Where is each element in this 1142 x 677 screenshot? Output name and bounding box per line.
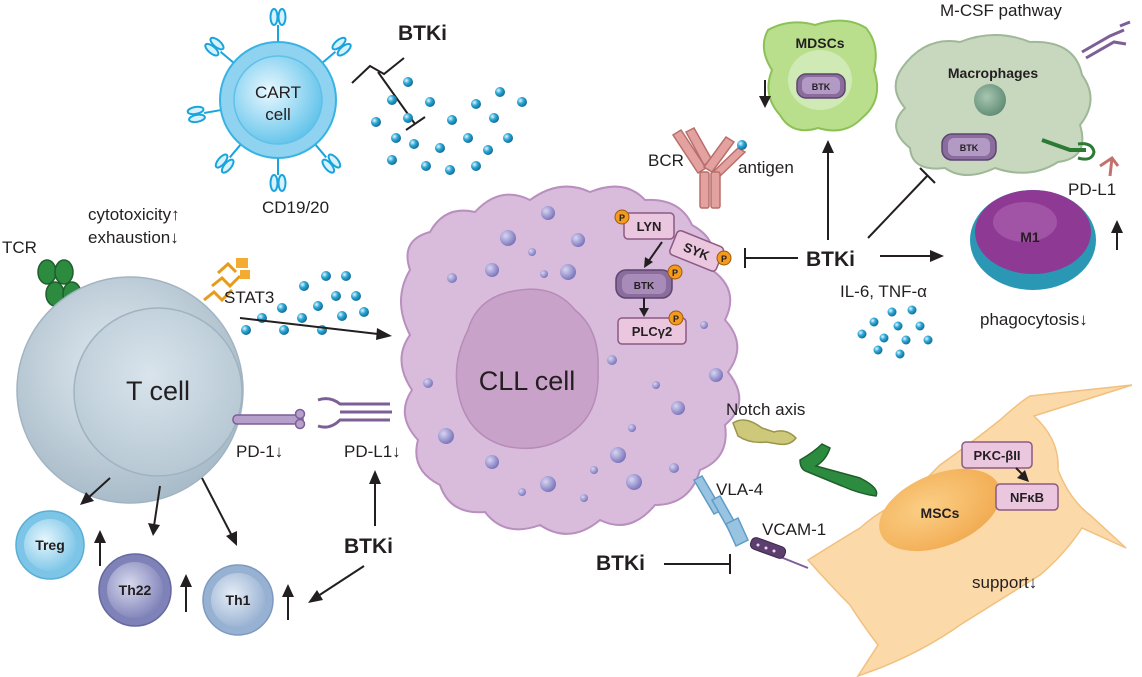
- treg-label: Treg: [35, 537, 65, 553]
- th1-cell: Th1: [202, 564, 274, 636]
- cascade-arrows: [639, 241, 663, 317]
- support-label: support↓: [972, 573, 1037, 592]
- pdl1-right-receptor: [1041, 138, 1120, 177]
- phagocytosis-label: phagocytosis↓: [980, 310, 1088, 329]
- pdl1-left-receptor: [317, 397, 392, 429]
- stat3-to-cll-arrow: [239, 317, 392, 340]
- pdl1-right-label: PD-L1: [1068, 180, 1116, 199]
- msc-cell: MSCs PKC-βII NFκB: [806, 384, 1133, 677]
- cd19-20-label: CD19/20: [262, 198, 329, 217]
- stat3-receptor: [203, 258, 250, 303]
- btki-to-pdl1-arrow: [369, 470, 381, 526]
- macrophage-cell: Macrophages BTK: [894, 34, 1092, 176]
- btki-center-label: BTKi: [806, 248, 855, 271]
- bcr-label: BCR: [648, 151, 684, 170]
- mcsf-label: M-CSF pathway: [940, 1, 1062, 20]
- cart-cell-label-line1: CART: [255, 83, 301, 102]
- pd1-receptor: [232, 408, 306, 430]
- t-cell: T cell: [16, 276, 244, 504]
- th1-label: Th1: [226, 592, 251, 608]
- m1-increase-arrow: [1111, 220, 1123, 250]
- m1-label: M1: [1020, 229, 1040, 245]
- btki-inhibit-macrophage: [867, 167, 936, 239]
- cart-cell: CART cell: [186, 8, 352, 192]
- lyn-kinase: LYN P: [614, 209, 675, 240]
- macrophages-label: Macrophages: [948, 65, 1038, 81]
- vcam1-receptor: [749, 537, 809, 569]
- btki-bottom-right-label: BTKi: [596, 552, 645, 575]
- notch-receptor: [732, 419, 878, 497]
- stat3-label: STAT3: [224, 288, 274, 307]
- vla4-label: VLA-4: [716, 480, 763, 499]
- th22-label: Th22: [119, 582, 152, 598]
- pdl1-left-label: PD-L1↓: [344, 442, 401, 461]
- t-cell-label: T cell: [126, 376, 190, 406]
- btki-top-inhibit-line: [351, 57, 426, 131]
- mdscs-label: MDSCs: [795, 35, 844, 51]
- btki-to-m1-arrow: [880, 250, 944, 262]
- tcr-label: TCR: [2, 238, 37, 257]
- vla4-receptor: [692, 475, 749, 548]
- pd1-label: PD-1↓: [236, 442, 283, 461]
- btki-top-label: BTKi: [398, 22, 447, 45]
- mdsc-cell: MDSCs BTK: [762, 19, 878, 132]
- btk-mac-label: BTK: [960, 143, 979, 153]
- btki-inhibit-vla4: [664, 554, 731, 574]
- pkc-label: PKC-βII: [974, 448, 1021, 463]
- notch-label: Notch axis: [726, 400, 805, 419]
- mdsc-decrease-arrow: [759, 80, 771, 108]
- il6-label: IL-6, TNF-α: [840, 282, 927, 301]
- syk-phospho: P: [721, 254, 727, 264]
- daughter-increase-arrows: [94, 530, 294, 620]
- antigen-label: antigen: [738, 158, 794, 177]
- mscs-label: MSCs: [921, 505, 960, 521]
- lyn-label: LYN: [637, 219, 662, 234]
- cytokine-dots: [241, 77, 933, 359]
- lyn-phospho: P: [619, 213, 625, 223]
- cll-vesicles: [423, 206, 723, 502]
- plcg2-phospho: P: [673, 314, 679, 324]
- mcsf-receptor: [1081, 20, 1131, 60]
- bcr-receptor: [671, 127, 747, 209]
- btki-to-mdsc-arrow: [822, 140, 834, 240]
- plcg2-kinase: PLCγ2 P: [617, 310, 687, 345]
- btk-kinase: BTK P: [615, 264, 683, 299]
- vcam1-label: VCAM-1: [762, 520, 826, 539]
- nfkb-label: NFκB: [1010, 490, 1044, 505]
- cytotoxicity-label: cytotoxicity↑: [88, 205, 180, 224]
- t-cell-differentiation-arrows: [80, 477, 237, 546]
- btk-label: BTK: [634, 281, 655, 292]
- m1-cell: M1: [970, 190, 1096, 290]
- cart-cell-label-line2: cell: [265, 105, 291, 124]
- cart-receptors: [186, 8, 352, 192]
- plcg2-label: PLCγ2: [632, 324, 672, 339]
- cll-cell-label: CLL cell: [479, 366, 576, 396]
- btk-mdsc-label: BTK: [812, 82, 831, 92]
- treg-cell: Treg: [15, 510, 85, 580]
- btki-center-inhibit-syk: [744, 248, 798, 268]
- btki-bottom-left-label: BTKi: [344, 535, 393, 558]
- btk-phospho: P: [672, 268, 678, 278]
- exhaustion-label: exhaustion↓: [88, 228, 179, 247]
- btki-to-th1-arrow: [308, 565, 365, 603]
- th22-cell: Th22: [98, 553, 172, 627]
